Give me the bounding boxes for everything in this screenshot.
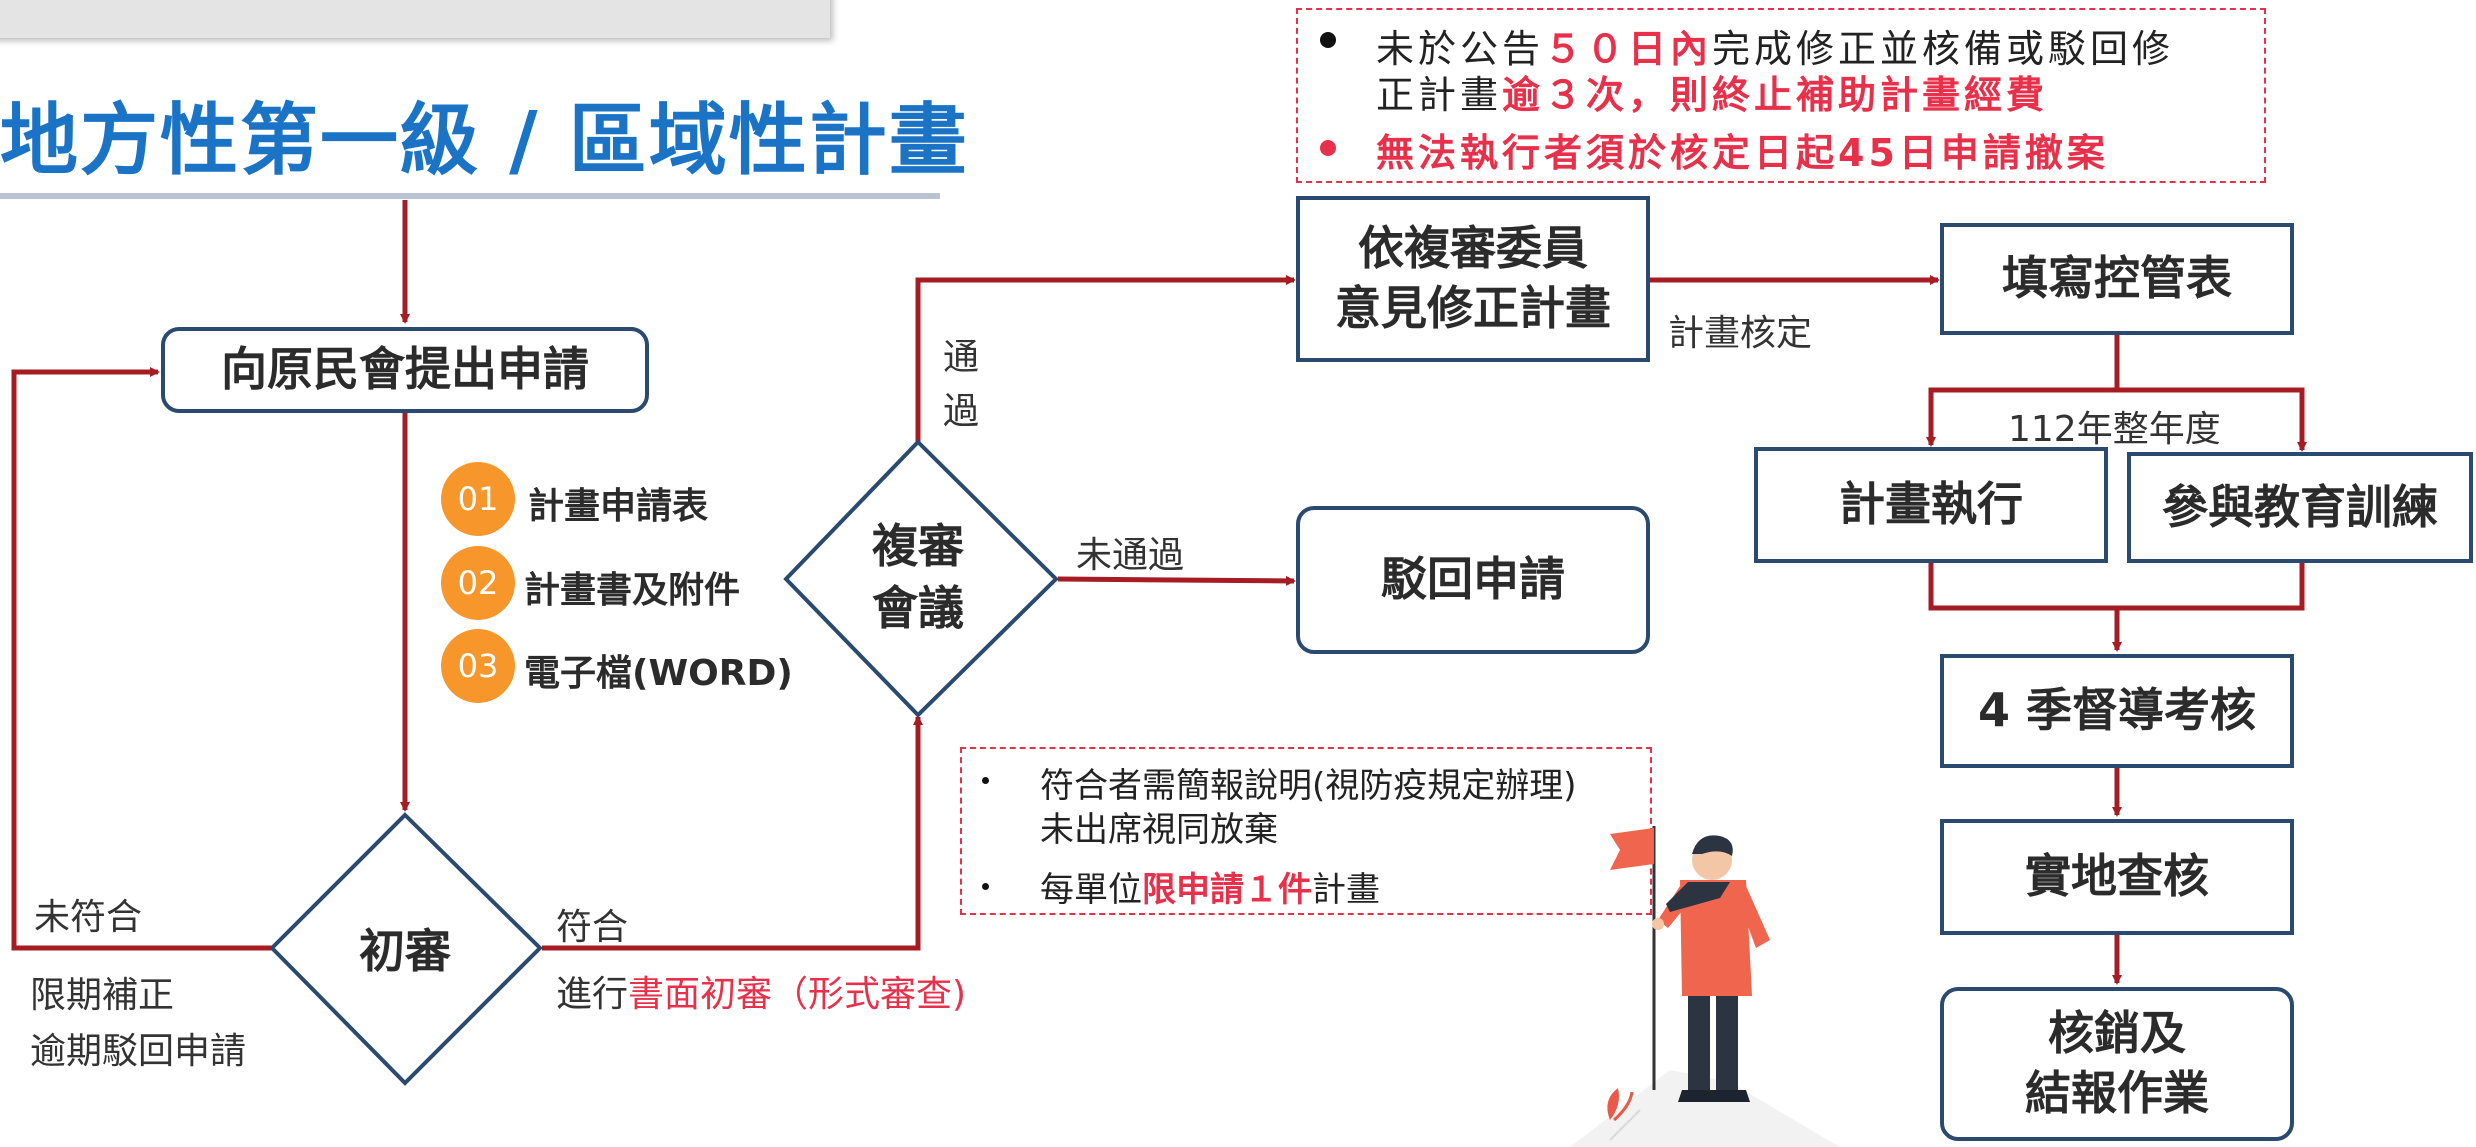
page-title: 地方性第一級 / 區域性計畫 bbox=[0, 96, 969, 186]
top-note-l2-a: 正計畫 bbox=[1376, 73, 1503, 117]
revise-line-2: 意見修正計畫 bbox=[1335, 281, 1611, 335]
mid-note-b2-b: 限申請１件 bbox=[1142, 870, 1312, 910]
overdue-reject-label: 逾期駁回申請 bbox=[30, 1031, 247, 1072]
full-year-label: 112年整年度 bbox=[2008, 409, 2221, 450]
initial-review-label: 初審 bbox=[359, 924, 451, 978]
closing-line-2: 結報作業 bbox=[2025, 1066, 2209, 1120]
not-pass-label: 未通過 bbox=[1076, 535, 1185, 576]
quarterly-review-box: 4 季督導考核 bbox=[1940, 654, 2294, 768]
quarterly-review-label: 4 季督導考核 bbox=[1977, 683, 2257, 738]
doc-badge-03: 03 bbox=[441, 629, 515, 703]
arrow-notpass-to-reject bbox=[1057, 575, 1296, 586]
mid-note-b2: 每單位限申請１件計畫 bbox=[1040, 862, 1380, 911]
site-check-box: 實地查核 bbox=[1940, 819, 2294, 935]
deadline-fix-label: 限期補正 bbox=[30, 975, 175, 1016]
mid-note-bullet-2 bbox=[982, 883, 989, 890]
meet-label: 符合 bbox=[556, 907, 629, 948]
closing-line-1: 核銷及 bbox=[2048, 1006, 2186, 1061]
initial-review-diamond bbox=[269, 812, 543, 1086]
arrow-split-execute bbox=[1926, 335, 2120, 447]
site-check-label: 實地查核 bbox=[2025, 849, 2209, 904]
top-note-bullet-2 bbox=[1320, 140, 1336, 156]
arrow-split-training bbox=[2117, 387, 2307, 452]
top-note-bullet-1 bbox=[1320, 32, 1336, 48]
training-box: 參與教育訓練 bbox=[2127, 452, 2473, 563]
top-note-l1-b: ５０日內 bbox=[1544, 27, 1713, 71]
approved-label: 計畫核定 bbox=[1668, 313, 1813, 354]
revise-plan-box: 依複審委員 意見修正計畫 bbox=[1296, 196, 1650, 362]
apply-box: 向原民會提出申請 bbox=[161, 327, 649, 413]
top-note-l1-a: 未於公告 bbox=[1376, 27, 1545, 71]
control-form-label: 填寫控管表 bbox=[2002, 251, 2232, 306]
top-note-l1-c: 完成修正並核備或駁回修 bbox=[1712, 27, 2175, 71]
top-note-l2-b: 逾３次，則終止補助計畫經費 bbox=[1502, 73, 2049, 117]
mid-note-bullet-1 bbox=[982, 777, 989, 784]
doc-item-03: 電子檔(WORD) bbox=[524, 653, 793, 694]
proceed-label: 進行書面初審（形式審查) bbox=[556, 965, 966, 1017]
pass-label-2: 過 bbox=[943, 391, 980, 432]
control-form-box: 填寫控管表 bbox=[1940, 223, 2294, 335]
re-review-line-2: 會議 bbox=[872, 581, 964, 636]
reject-label: 駁回申請 bbox=[1381, 552, 1565, 607]
arrow-pass-to-revise bbox=[915, 275, 1296, 442]
top-note-line-3: 無法執行者須於核定日起45日申請撤案 bbox=[1376, 131, 2109, 175]
doc-badge-01: 01 bbox=[441, 462, 515, 536]
not-meet-label: 未符合 bbox=[34, 897, 143, 938]
execute-label: 計畫執行 bbox=[1839, 477, 2023, 532]
top-note-line-1: 未於公告５０日內完成修正並核備或駁回修 bbox=[1376, 18, 2174, 73]
top-note-line-2: 正計畫逾３次，則終止補助計畫經費 bbox=[1376, 64, 2048, 119]
arrow-meet-to-rereview bbox=[542, 715, 923, 951]
mid-note-b2-a: 每單位 bbox=[1040, 870, 1142, 910]
title-divider bbox=[0, 193, 940, 199]
reject-box: 駁回申請 bbox=[1296, 506, 1650, 654]
mid-note-b2-c: 計畫 bbox=[1312, 870, 1380, 910]
proceed-red-text: 書面初審（形式審查) bbox=[628, 974, 967, 1015]
execute-box: 計畫執行 bbox=[1754, 447, 2108, 563]
proceed-prefix: 進行 bbox=[556, 974, 629, 1015]
pass-label-1: 通 bbox=[943, 337, 980, 378]
closing-box: 核銷及 結報作業 bbox=[1940, 987, 2294, 1141]
doc-item-02: 計畫書及附件 bbox=[524, 570, 741, 611]
doc-item-01: 計畫申請表 bbox=[528, 486, 709, 527]
mid-note-b1-l1: 符合者需簡報說明(視防疫規定辦理) bbox=[1040, 766, 1577, 806]
re-review-label: 複審 會議 bbox=[848, 515, 988, 639]
header-bar bbox=[0, 0, 830, 38]
apply-label: 向原民會提出申請 bbox=[221, 342, 589, 397]
doc-badge-02: 02 bbox=[441, 546, 515, 620]
revise-line-1: 依複審委員 bbox=[1358, 221, 1588, 276]
top-note-box bbox=[1296, 8, 2266, 183]
arrow-not-meet-loop bbox=[11, 367, 273, 951]
merge-line bbox=[1928, 563, 2305, 611]
re-review-line-1: 複審 bbox=[872, 519, 964, 573]
training-label: 參與教育訓練 bbox=[2162, 479, 2438, 534]
mid-note-b1-l2: 未出席視同放棄 bbox=[1040, 810, 1278, 850]
person-with-flag-illustration bbox=[1570, 826, 1840, 1147]
re-review-diamond bbox=[783, 439, 1059, 718]
